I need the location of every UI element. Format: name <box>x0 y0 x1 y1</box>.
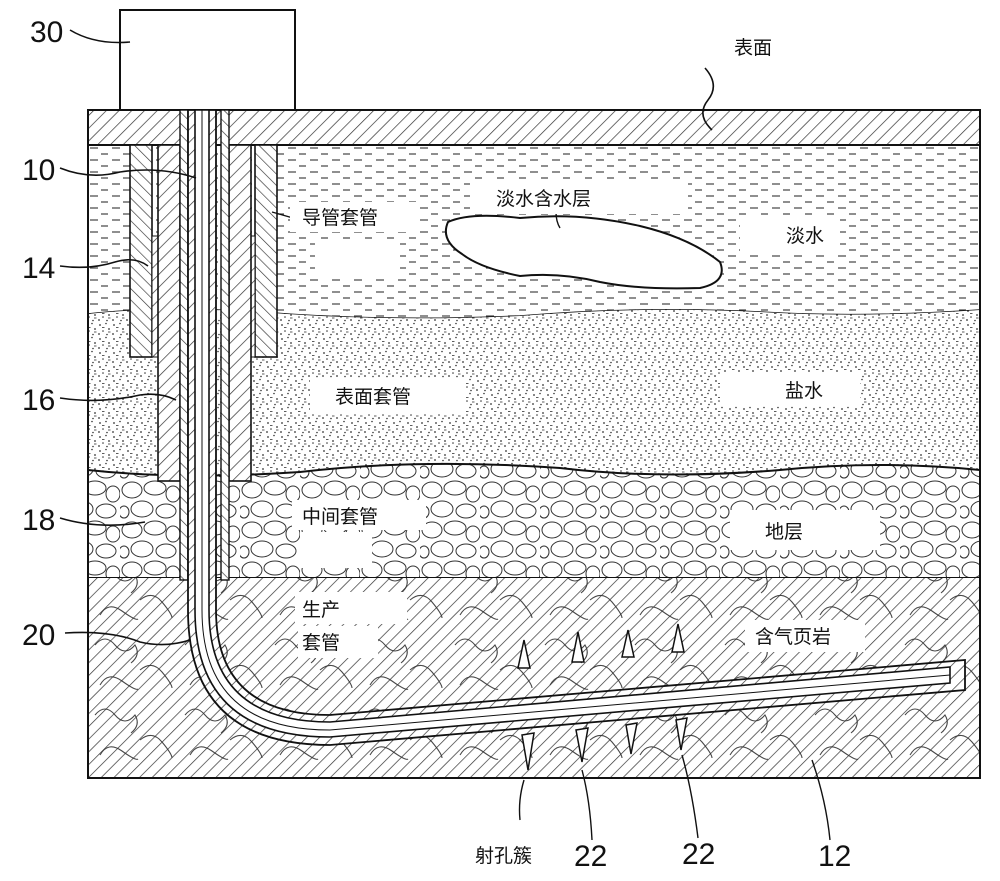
label-surface-casing: 表面套管 <box>335 386 411 408</box>
ref-10: 10 <box>22 154 55 187</box>
surface-casing-right <box>228 144 252 482</box>
ref-22-b: 22 <box>682 838 715 871</box>
perforation-2 <box>571 631 589 763</box>
ref-18: 18 <box>22 504 55 537</box>
label-salt-water: 盐水 <box>785 380 823 402</box>
ref-12: 12 <box>818 840 851 873</box>
ref-16: 16 <box>22 384 55 417</box>
label-intermediate-casing: 中间套管 <box>302 506 378 528</box>
surface-layer <box>87 109 981 146</box>
aquifer-lens <box>444 214 723 290</box>
perforation-1 <box>517 639 535 771</box>
ref-14: 14 <box>22 252 55 285</box>
perforation-4 <box>671 623 688 751</box>
label-production-2: 套管 <box>302 632 340 654</box>
wellhead-box <box>119 9 296 111</box>
conductor-casing-right <box>254 144 278 358</box>
label-production-1: 生产 <box>302 599 340 621</box>
label-formation: 地层 <box>765 521 803 543</box>
conductor-casing-left <box>129 144 153 358</box>
label-fresh-aquifer: 淡水含水层 <box>496 188 591 210</box>
label-conductor-casing: 导管套管 <box>302 207 378 229</box>
label-perforation-cluster: 射孔簇 <box>475 845 532 867</box>
surface-casing-left <box>157 144 181 482</box>
perforation-3 <box>621 629 638 755</box>
ref-30: 30 <box>30 16 63 49</box>
label-gas-shale: 含气页岩 <box>755 626 831 648</box>
ref-20: 20 <box>22 619 55 652</box>
intermediate-casing-right <box>220 109 230 581</box>
salt-water-layer <box>88 309 980 476</box>
label-surface: 表面 <box>734 37 772 59</box>
intermediate-casing-left <box>179 109 189 581</box>
ref-22-a: 22 <box>574 840 607 873</box>
label-fresh-water: 淡水 <box>786 225 824 247</box>
